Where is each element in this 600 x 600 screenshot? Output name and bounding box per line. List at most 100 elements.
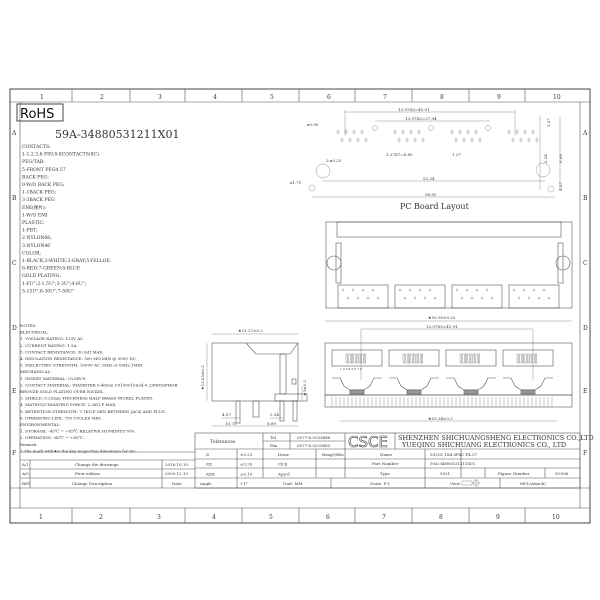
csce-logo: CSCE: [348, 433, 388, 451]
column-label: 9: [497, 94, 501, 101]
front-view: ★59.95±0.25 13.97X3=41.91 1 2 3 4 5 6 7 …: [324, 315, 573, 422]
row-label: E: [583, 388, 587, 395]
row-label: D: [583, 325, 588, 332]
pcb-layout-title: PC Board Layout: [400, 202, 470, 211]
column-label: 5: [269, 514, 273, 521]
note-line: 2. CURRENT RATING: 1.5A.: [20, 343, 78, 348]
column-label: 4: [213, 94, 217, 101]
pcb-pin-holes: [336, 129, 539, 143]
legend-line: 1-PBT;: [22, 228, 38, 234]
column-label: 8: [439, 514, 443, 521]
type-label: Type: [380, 471, 390, 476]
fax-label: Fax: [270, 443, 278, 448]
signoff-role: App'd: [277, 471, 290, 476]
note-line: ELECTRICAL:: [20, 330, 49, 335]
note-line: 1.The mark with★is the key inspection di…: [20, 448, 137, 453]
column-label: 1: [40, 94, 44, 101]
note-line: 5. RETENTION STRENGTH: 7.7KG.F MIN BETWE…: [20, 409, 166, 414]
column-label: 6: [326, 514, 330, 521]
note-line: MECHANICAL:: [20, 369, 52, 374]
angle-value: +1°: [240, 481, 248, 486]
row-label: C: [12, 260, 17, 267]
row-label: D: [12, 325, 17, 332]
port-footprint: [451, 284, 503, 309]
row-label: F: [12, 450, 16, 457]
note-line: Remark:: [20, 442, 37, 447]
pcb-dim: 4.57: [558, 182, 563, 191]
legend-line: EMI(弹片):: [22, 204, 47, 211]
note-line: 1. INSERT MATERIAL: UL94V-0.: [20, 376, 87, 381]
rj45-port: [388, 349, 440, 395]
revision-id: A/1: [21, 462, 29, 467]
pcb-dim: 13.97X3=41.91: [398, 107, 430, 112]
row-label: A: [582, 130, 588, 137]
legend-line: 3-3BACK PEG: [22, 197, 55, 203]
part-code-legend: CONTACTS:1-1,2,3,6 PIN;8-8CONTACTS(8C)PE…: [22, 144, 112, 294]
tolerance-class: .XX: [205, 462, 212, 467]
revision-id: A/0: [21, 471, 29, 476]
side-dim: 8.89: [267, 421, 276, 426]
side-dim: ★21.27±0.2: [238, 328, 263, 333]
legend-line: PEG/TAB:: [22, 159, 45, 165]
legend-line: GOLD PLATING:: [22, 273, 61, 279]
signoff-role: Draw: [278, 452, 290, 457]
note-line: 1. VOLTAGE RATING: 125V AC.: [20, 336, 84, 341]
company-name-1: SHENZHEN SHICHUANGSHENG ELECTRONICS CO.,…: [398, 434, 594, 442]
front-dim: ★59.95±0.25: [428, 315, 456, 320]
note-line: 4. MATING/UNMATING FORCE: 2.2KG.F MAX.: [20, 402, 117, 407]
pcb-dim: ø1.71: [290, 180, 301, 185]
side-dim: 2.54: [270, 412, 279, 417]
part-code: 59A-34880531211X01: [55, 128, 179, 141]
note-line: 2. CONTACT MATERIAL: DIAMETER 0.46mm C51…: [20, 382, 178, 387]
part-number-label: Part Number: [372, 461, 398, 466]
note-line: 5. DIELECTRIC STRENGTH: 1000V AC 50Hz or…: [20, 363, 144, 368]
note-line: 6. OPERATING LIFE: 750 CYCLES MIN.: [20, 415, 102, 420]
title-block: Tolerances Tel 0577-6.5253486 Fax 0577-6…: [194, 432, 594, 489]
legend-line: 1-FU";2-1.5U";3-3U";4-6U";: [22, 281, 87, 287]
legend-line: CONTACTS:: [22, 144, 51, 150]
legend-line: 1-1,2,3,6 PIN;8-8CONTACTS(8C): [22, 151, 99, 158]
note-line: 1. STORAGE: -45℃ ~ +85℃ RELATIVE HUMIDIT…: [20, 429, 136, 434]
pcb-dim: ø0.90: [307, 122, 319, 127]
legend-line: PLASTIC:: [22, 220, 45, 226]
part-number-value: 59A-34880531211X01: [430, 461, 475, 466]
column-label: 10: [552, 514, 560, 521]
company-name-2: YUEQING SHICHUANG ELECTRONICS CO., LTD: [401, 441, 566, 449]
signoff-role: Ch'k: [278, 462, 288, 467]
row-label: C: [583, 260, 588, 267]
row-label: A: [11, 130, 17, 137]
note-line: 2. OPERATION: -40℃ ~ +85℃.: [20, 435, 84, 440]
row-label: E: [12, 388, 16, 395]
note-line: 3. SHIELD: 0.25mm THICKNESS HALF BRASS N…: [20, 396, 153, 401]
pcb-dim: 1.27X7=8.89: [386, 152, 413, 157]
legend-line: 6-RED;7-GREEN;8-BLUE: [22, 266, 80, 272]
side-dim: ★3±0.3: [302, 380, 307, 396]
legend-line: 1-BLACK;2-WHITE;3-GRAY;5-YELLOE;: [22, 258, 112, 264]
legend-line: 5-FRONT PEG4.57: [22, 167, 66, 173]
tel-label: Tel: [270, 435, 277, 440]
tolerance-class: .X: [205, 452, 209, 457]
legend-line: 0-W/O BACK PEG;: [22, 182, 65, 188]
pcb-dim: 1.27: [546, 118, 551, 127]
unit: Unit: MM: [283, 481, 303, 486]
column-label: 1: [39, 514, 43, 521]
side-dim: ★13.65±0.2: [200, 365, 205, 390]
pin-numbers: 1 2 3 4 5 6 7 8: [340, 367, 362, 371]
name-label: Name: [380, 452, 393, 457]
fax-value: 0577-6.5325483: [297, 443, 331, 448]
tolerance-class: .XXX: [205, 471, 215, 476]
note-line: 4. INSULATION RESISTANCE: 500 MΩ MIN @ 5…: [20, 356, 137, 361]
pcb-dim: 2.54: [543, 154, 548, 163]
scale: Scale: F:1: [370, 481, 390, 486]
type-value: 5921: [440, 471, 450, 476]
pcb-dim: 53.34: [423, 176, 435, 181]
column-label: 8: [440, 94, 444, 101]
tel-value: 0577-6.5253486: [297, 435, 331, 440]
note-line: BRONZE GOLD PLATING OVER NICKEL.: [20, 389, 105, 394]
column-label: 6: [327, 94, 331, 101]
top-view: [325, 221, 573, 309]
note-line: NOTES:: [20, 323, 36, 328]
